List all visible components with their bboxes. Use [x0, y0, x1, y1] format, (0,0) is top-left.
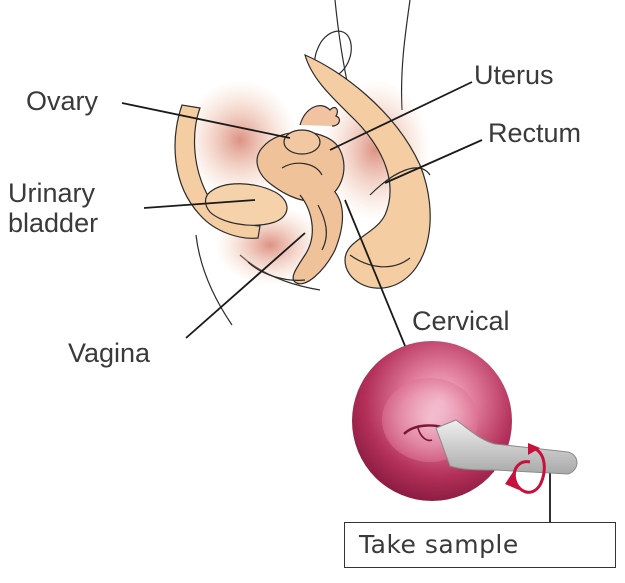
label-uterus: Uterus	[474, 60, 554, 90]
pelvic-tissue	[175, 55, 430, 288]
label-urinary-bladder: Urinary bladder	[8, 178, 98, 238]
label-cervical: Cervical	[412, 306, 510, 336]
label-vagina: Vagina	[68, 338, 150, 368]
cervix-closeup	[352, 341, 512, 501]
label-rectum: Rectum	[488, 118, 581, 148]
take-sample-callout: Take sample	[344, 522, 616, 568]
label-ovary: Ovary	[26, 86, 98, 116]
take-sample-label: Take sample	[359, 530, 519, 559]
